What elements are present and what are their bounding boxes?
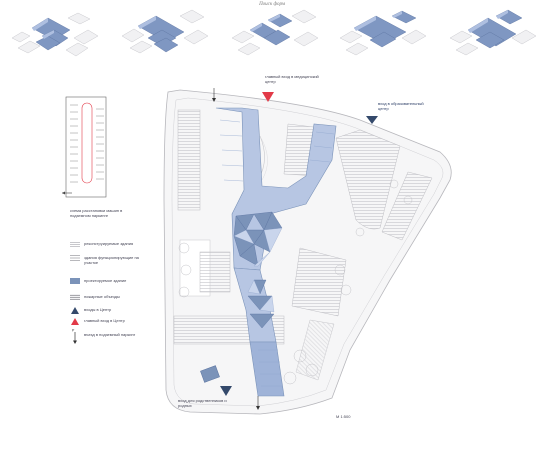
legend-swatch-existing: [70, 255, 80, 261]
site-plan: [163, 88, 452, 415]
page-title: Поиск форм: [259, 2, 285, 7]
legend-item-entrance: входы в Центр: [70, 307, 140, 314]
legend-label: пожарные объезды: [84, 294, 120, 299]
parent-entrance-label: вход для родственников и родных: [178, 398, 227, 408]
legend-item-projected: проектируемое здание: [70, 278, 140, 284]
entrance-triangle-icon: [71, 307, 79, 314]
parking-entry-arrow-icon: P: [72, 329, 77, 344]
edu-entrance-label: вход в образовательный центр: [378, 101, 424, 111]
legend-label: здания функционирующие на участке: [84, 255, 139, 265]
parking-entry-arrow-icon: [212, 98, 216, 102]
legend-swatch-fire: [70, 294, 80, 300]
form-thumbnail-5: [449, 9, 537, 56]
legend-swatch-reconstructed: [70, 241, 80, 247]
legend-label: главный вход в Центр: [84, 318, 125, 323]
form-search-thumbnails: [0, 8, 544, 60]
main-entrance-label: главный вход в медицинский центр: [265, 74, 319, 84]
legend-label: проектируемое здание: [84, 278, 127, 283]
legend-label: входы в Центр: [84, 307, 112, 312]
parent-entrance-marker-icon: [220, 386, 232, 396]
parking-scheme-label: схема расстановки машин в подземном парк…: [70, 208, 123, 218]
form-thumbnail-1: [11, 12, 99, 57]
legend-item-reconstructed: реконструируемые здания: [70, 241, 140, 247]
form-thumbnail-2: [121, 9, 209, 54]
scale-label: М 1:500: [336, 414, 351, 419]
legend-label: реконструируемые здания: [84, 241, 134, 246]
parking-exit-arrow-icon: [256, 406, 260, 410]
parking-scheme-diagram: [62, 96, 107, 198]
legend-item-fire: пожарные объезды: [70, 294, 140, 300]
legend-label: въезд в подземный паркинг: [84, 332, 136, 337]
form-thumbnail-4: [339, 10, 427, 56]
svg-text:P: P: [72, 329, 75, 333]
main-entrance-triangle-icon: [71, 318, 79, 325]
legend-item-parking: P въезд в подземный паркинг: [70, 328, 140, 344]
legend-item-existing: здания функционирующие на участке: [70, 255, 140, 265]
form-thumbnail-3: [231, 9, 319, 56]
main-entrance-marker-icon: [262, 92, 274, 102]
legend-swatch-projected: [70, 278, 80, 284]
edu-entrance-marker-icon: [366, 116, 378, 124]
legend-item-main-entrance: главный вход в Центр: [70, 318, 140, 325]
